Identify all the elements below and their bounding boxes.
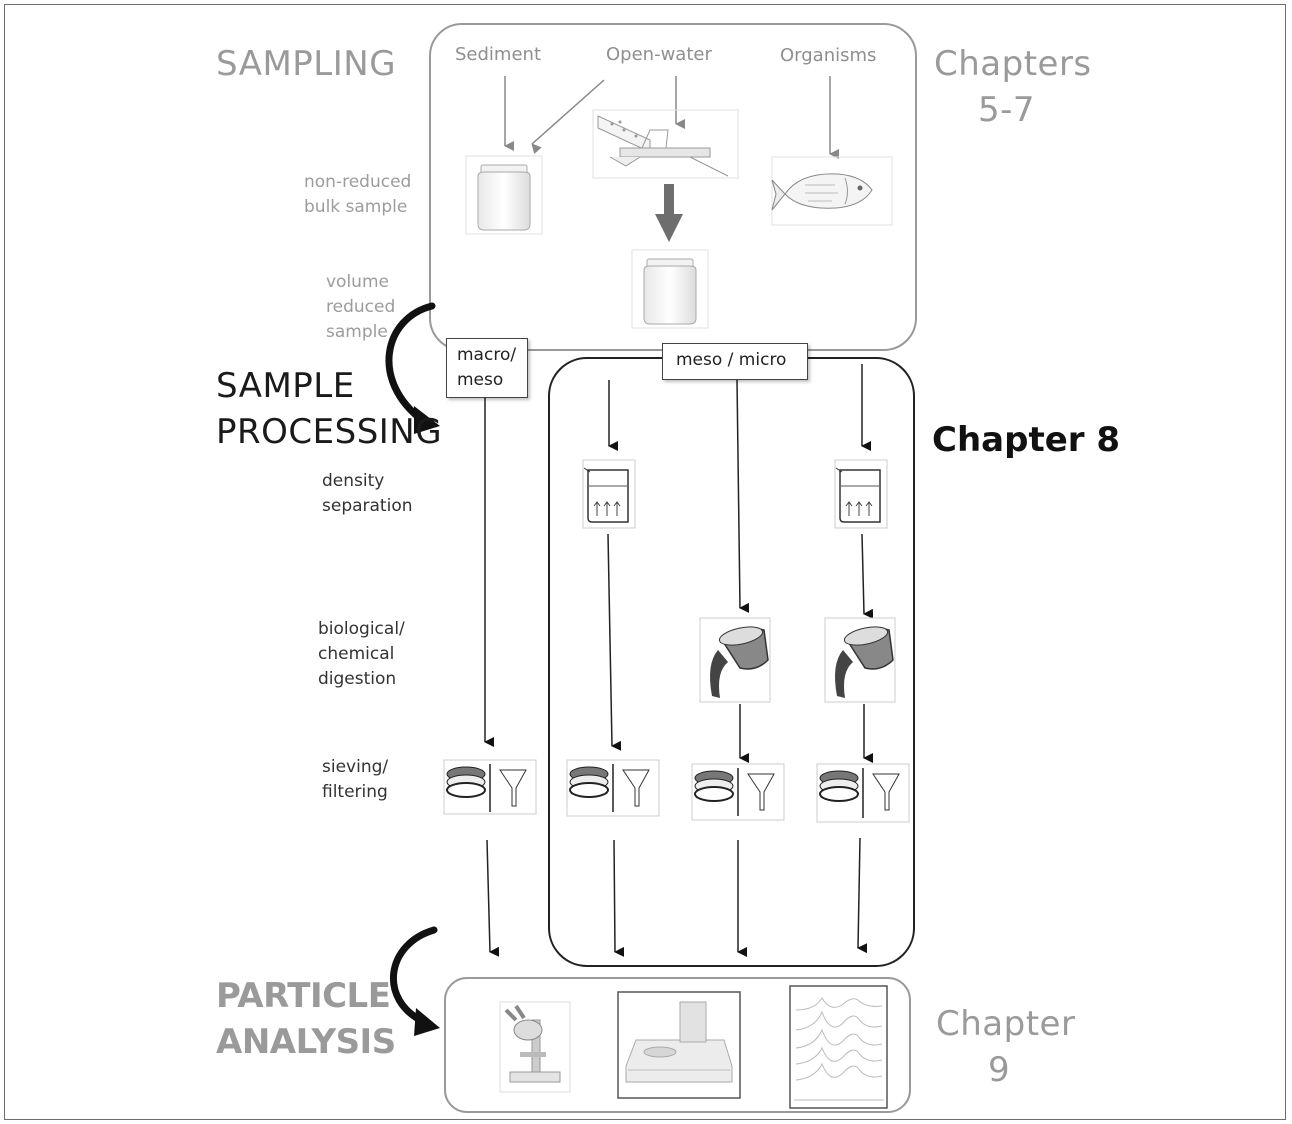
jar-icon-sediment	[465, 155, 543, 235]
jar-icon-reduced	[631, 249, 709, 329]
beaker-icon-1	[582, 459, 636, 529]
macro-meso-box: macro/ meso	[446, 338, 528, 398]
sieve-filter-icon-3	[691, 763, 785, 821]
digestion-label-line3: digestion	[318, 669, 397, 689]
sieve-filter-icon-2	[566, 759, 660, 817]
non-reduced-label-line1: non-reduced	[304, 172, 412, 192]
volume-reduced-label-line1: volume	[326, 272, 389, 292]
chapters-5-7-line1: Chapters	[934, 44, 1092, 84]
chapters-5-7-line2: 5-7	[978, 90, 1036, 130]
meso-micro-box: meso / micro	[662, 343, 808, 380]
macro-meso-line2: meso	[457, 370, 504, 390]
digestion-icon-2	[824, 617, 896, 703]
fish-icon	[771, 156, 893, 226]
chapter-8-label: Chapter 8	[932, 420, 1121, 460]
particle-analysis-heading-line2: ANALYSIS	[216, 1022, 396, 1062]
digestion-label-line2: chemical	[318, 644, 395, 664]
sieving-label-line1: sieving/	[322, 757, 389, 777]
sample-processing-heading-line2: PROCESSING	[216, 412, 443, 452]
source-open-water: Open-water	[606, 44, 712, 65]
analysis-box	[444, 977, 911, 1113]
figure-frame	[4, 4, 1286, 1120]
digestion-label-line1: biological/	[318, 619, 405, 639]
sieving-label-line2: filtering	[322, 782, 388, 802]
source-organisms: Organisms	[780, 45, 877, 66]
curved-arrow-analysis	[389, 926, 440, 1036]
non-reduced-label-line2: bulk sample	[304, 197, 408, 217]
curved-arrow-processing	[385, 302, 440, 434]
beaker-icon-2	[834, 459, 888, 529]
volume-reduced-label-line2: reduced	[326, 297, 396, 317]
digestion-icon-1	[699, 617, 771, 703]
sieve-filter-icon-4	[816, 763, 910, 823]
density-label-line1: density	[322, 471, 385, 491]
sample-processing-heading-line1: SAMPLE	[216, 366, 355, 406]
sampling-heading: SAMPLING	[216, 44, 397, 84]
spectrometer-icon	[617, 991, 741, 1099]
net-icon	[592, 109, 739, 179]
chapter-9-line2: 9	[988, 1050, 1011, 1090]
volume-reduced-label-line3: sample	[326, 322, 388, 342]
macro-meso-line1: macro/	[457, 345, 517, 365]
density-label-line2: separation	[322, 496, 413, 516]
meso-micro-label: meso / micro	[676, 350, 787, 370]
microscope-icon	[499, 1001, 571, 1093]
chapter-9-line1: Chapter	[936, 1004, 1076, 1044]
sieve-filter-icon-1	[443, 759, 537, 815]
spectra-icon	[789, 985, 888, 1109]
source-sediment: Sediment	[455, 44, 542, 65]
particle-analysis-heading-line1: PARTICLE	[216, 976, 391, 1016]
